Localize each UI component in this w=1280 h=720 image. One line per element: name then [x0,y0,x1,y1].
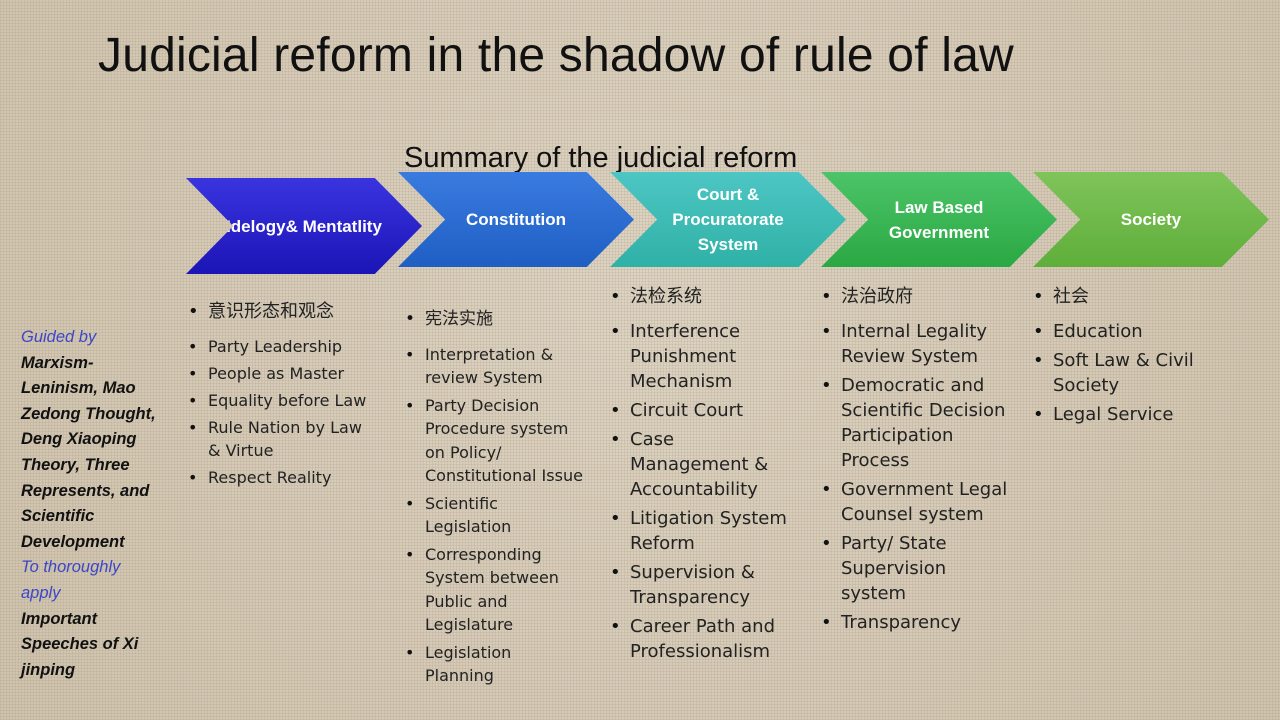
list-item: 社会 [1031,284,1221,309]
step-government-chevron: Law Based Government [821,172,1057,267]
guidance-apply: To thoroughly apply [21,558,121,602]
list-item: Litigation System Reform [608,506,798,556]
list-item: Circuit Court [608,398,798,423]
list-item: Party Decision Procedure system on Polic… [403,394,583,488]
guidance-theories: Marxism-Leninism, Mao Zedong Thought, De… [21,353,156,551]
list-item: Government Legal Counsel system [819,477,1015,527]
step-society-chevron: Society [1033,172,1269,267]
list-item: Rule Nation by Law & Virtue [186,416,376,462]
list-item: Legislation Planning [403,641,583,688]
step-court-label: Court & Procuratorate System [672,185,784,254]
government-list: 法治政府 Internal Legality Review System Dem… [819,284,1015,635]
step-ideology-chevron: Idelogy& Mentatlity [186,178,422,274]
list-item: People as Master [186,362,376,385]
list-item: Soft Law & Civil Society [1031,348,1221,398]
list-item: 法治政府 [819,284,1015,309]
list-item: Interference Punishment Mechanism [608,319,798,394]
list-item: 宪法实施 [403,308,583,332]
guidance-note: Guided by Marxism-Leninism, Mao Zedong T… [21,325,156,683]
court-list: 法检系统 Interference Punishment Mechanism C… [608,284,798,664]
list-item: Democratic and Scientific Decision Parti… [819,373,1015,473]
list-item: Party Leadership [186,335,376,358]
step-constitution-label: Constitution [465,210,567,229]
list-item: Internal Legality Review System [819,319,1015,369]
list-item: Education [1031,319,1221,344]
list-item: Case Management & Accountability [608,427,798,502]
step-court-chevron: Court & Procuratorate System [610,172,846,267]
slide-title: Judicial reform in the shadow of rule of… [98,29,1014,82]
list-item: Corresponding System between Public and … [403,543,583,637]
step-government-label: Law Based Government [888,197,990,242]
step-society-label: Society [1120,210,1182,229]
list-item: Legal Service [1031,402,1221,427]
list-item: 法检系统 [608,284,798,309]
list-item: Respect Reality [186,466,376,489]
step-ideology-label: Idelogy& Mentatlity [226,216,382,236]
list-item: 意识形态和观念 [186,300,376,323]
step-constitution-chevron: Constitution [398,172,634,267]
guidance-intro: Guided by [21,328,97,346]
list-item: Scientific Legislation [403,492,583,539]
list-item: Career Path and Professionalism [608,614,798,664]
list-item: Transparency [819,610,1015,635]
slide-subtitle: Summary of the judicial reform [404,142,798,174]
list-item: Supervision & Transparency [608,560,798,610]
constitution-list: 宪法实施 Interpretation & review System Part… [403,308,583,688]
ideology-list: 意识形态和观念 Party Leadership People as Maste… [186,300,376,489]
guidance-speeches: Important Speeches of Xi jinping [21,609,139,679]
list-item: Party/ State Supervision system [819,531,1015,606]
list-item: Equality before Law [186,389,376,412]
list-item: Interpretation & review System [403,343,583,390]
society-list: 社会 Education Soft Law & Civil Society Le… [1031,284,1221,427]
